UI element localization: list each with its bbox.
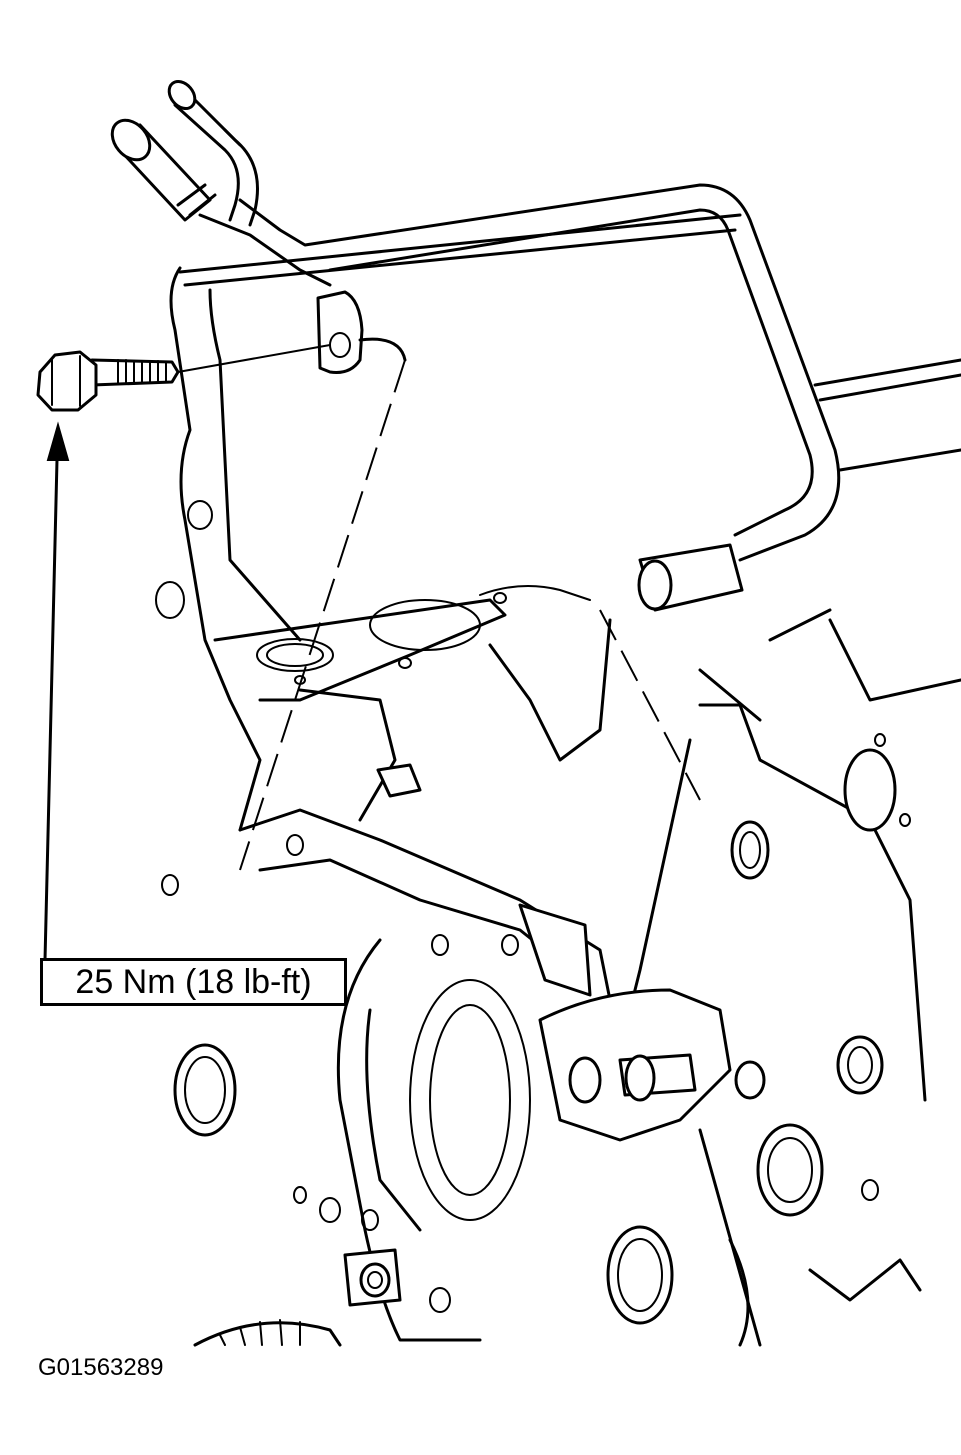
figure-id: G01563289	[38, 1354, 164, 1381]
torque-spec-callout: 25 Nm (18 lb-ft)	[40, 958, 347, 1006]
heater-tube	[110, 80, 841, 612]
alignment-line	[239, 359, 701, 871]
torque-spec-label: 25 Nm (18 lb-ft)	[75, 962, 312, 1001]
engine-block	[155, 213, 961, 1347]
torque-arrow	[43, 421, 70, 962]
bolt	[36, 344, 331, 412]
